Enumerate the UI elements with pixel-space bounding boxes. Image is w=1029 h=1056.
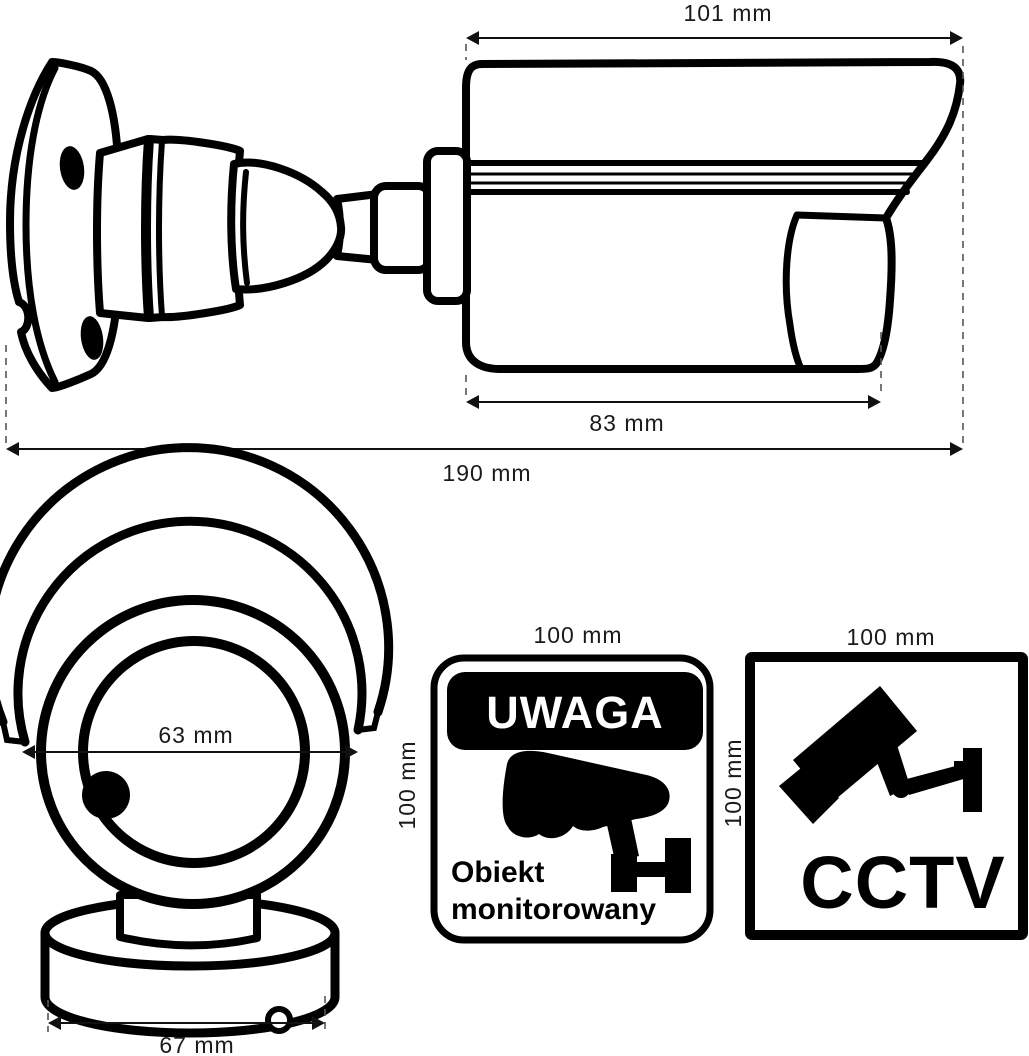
cctv-sign-border [745,652,1028,940]
arm-ball-joint [227,158,346,294]
uwaga-height-label: 100 mm [394,740,420,829]
cctv-width-label: 100 mm [846,624,935,650]
uwaga-header-band [447,672,703,750]
ball-joint-line [240,169,250,286]
arm-rim-line [156,138,165,319]
dim-label-body-length: 83 mm [589,410,664,436]
front-visor [0,443,394,747]
arm-cylinder-1 [93,135,152,322]
lens-housing-top [793,211,890,222]
dim-label-base-diameter: 67 mm [159,1032,234,1056]
arm-cylinder-2 [143,135,244,322]
uwaga-camera-icon [502,750,691,893]
uwaga-caption-line2: monitorowany [451,893,656,926]
mount-arm [93,135,471,322]
arm-block [370,182,434,274]
body-bracket [423,147,471,305]
cctv-height-label: 100 mm [720,738,746,827]
front-base [40,891,340,1038]
mount-flange [6,58,124,392]
uwaga-header-text: UWAGA [486,687,664,738]
uwaga-width-label: 100 mm [533,622,622,648]
uwaga-caption-line1: Obiekt [451,856,544,889]
dim-label-total-length: 190 mm [442,460,531,486]
front-neck [116,891,261,950]
side-view-drawing: 101 mm 83 mm 190 mm [5,0,965,486]
side-view-dimensions: 101 mm 83 mm 190 mm [5,0,964,486]
camera-body-side [462,57,965,373]
front-view-dimensions: 63 mm 67 mm [22,722,358,1056]
flange-rim-line [22,64,59,386]
front-view-drawing: 63 mm 67 mm [0,443,394,1056]
warning-sign-cctv: 100 mm 100 mm CCTV [720,624,1028,940]
dim-label-face-diameter: 63 mm [158,722,233,748]
cctv-label-text: CCTV [800,841,1005,924]
screw-hole [59,146,85,190]
front-ir-sensor-dot [82,771,130,819]
screw-hole [80,316,104,360]
warning-sign-uwaga: 100 mm 100 mm UWAGA Obiekt monitorowany [394,622,714,944]
lens-housing-edge [782,211,805,373]
cctv-camera-icon [779,686,982,824]
base-notch [265,1006,293,1034]
dim-label-shield-length: 101 mm [683,0,772,26]
